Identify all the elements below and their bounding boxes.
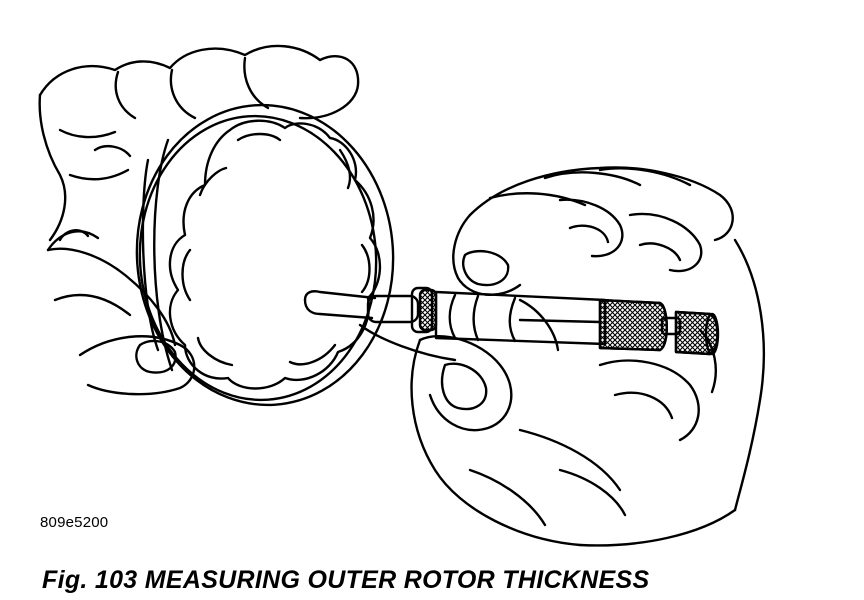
outer-rotor: [135, 103, 395, 407]
right-hand: [410, 166, 765, 547]
left-hand: [38, 44, 360, 396]
micrometer: [303, 286, 720, 362]
figure-caption: Fig. 103 MEASURING OUTER ROTOR THICKNESS: [42, 566, 650, 594]
figure-reference-code: 809e5200: [40, 514, 109, 531]
